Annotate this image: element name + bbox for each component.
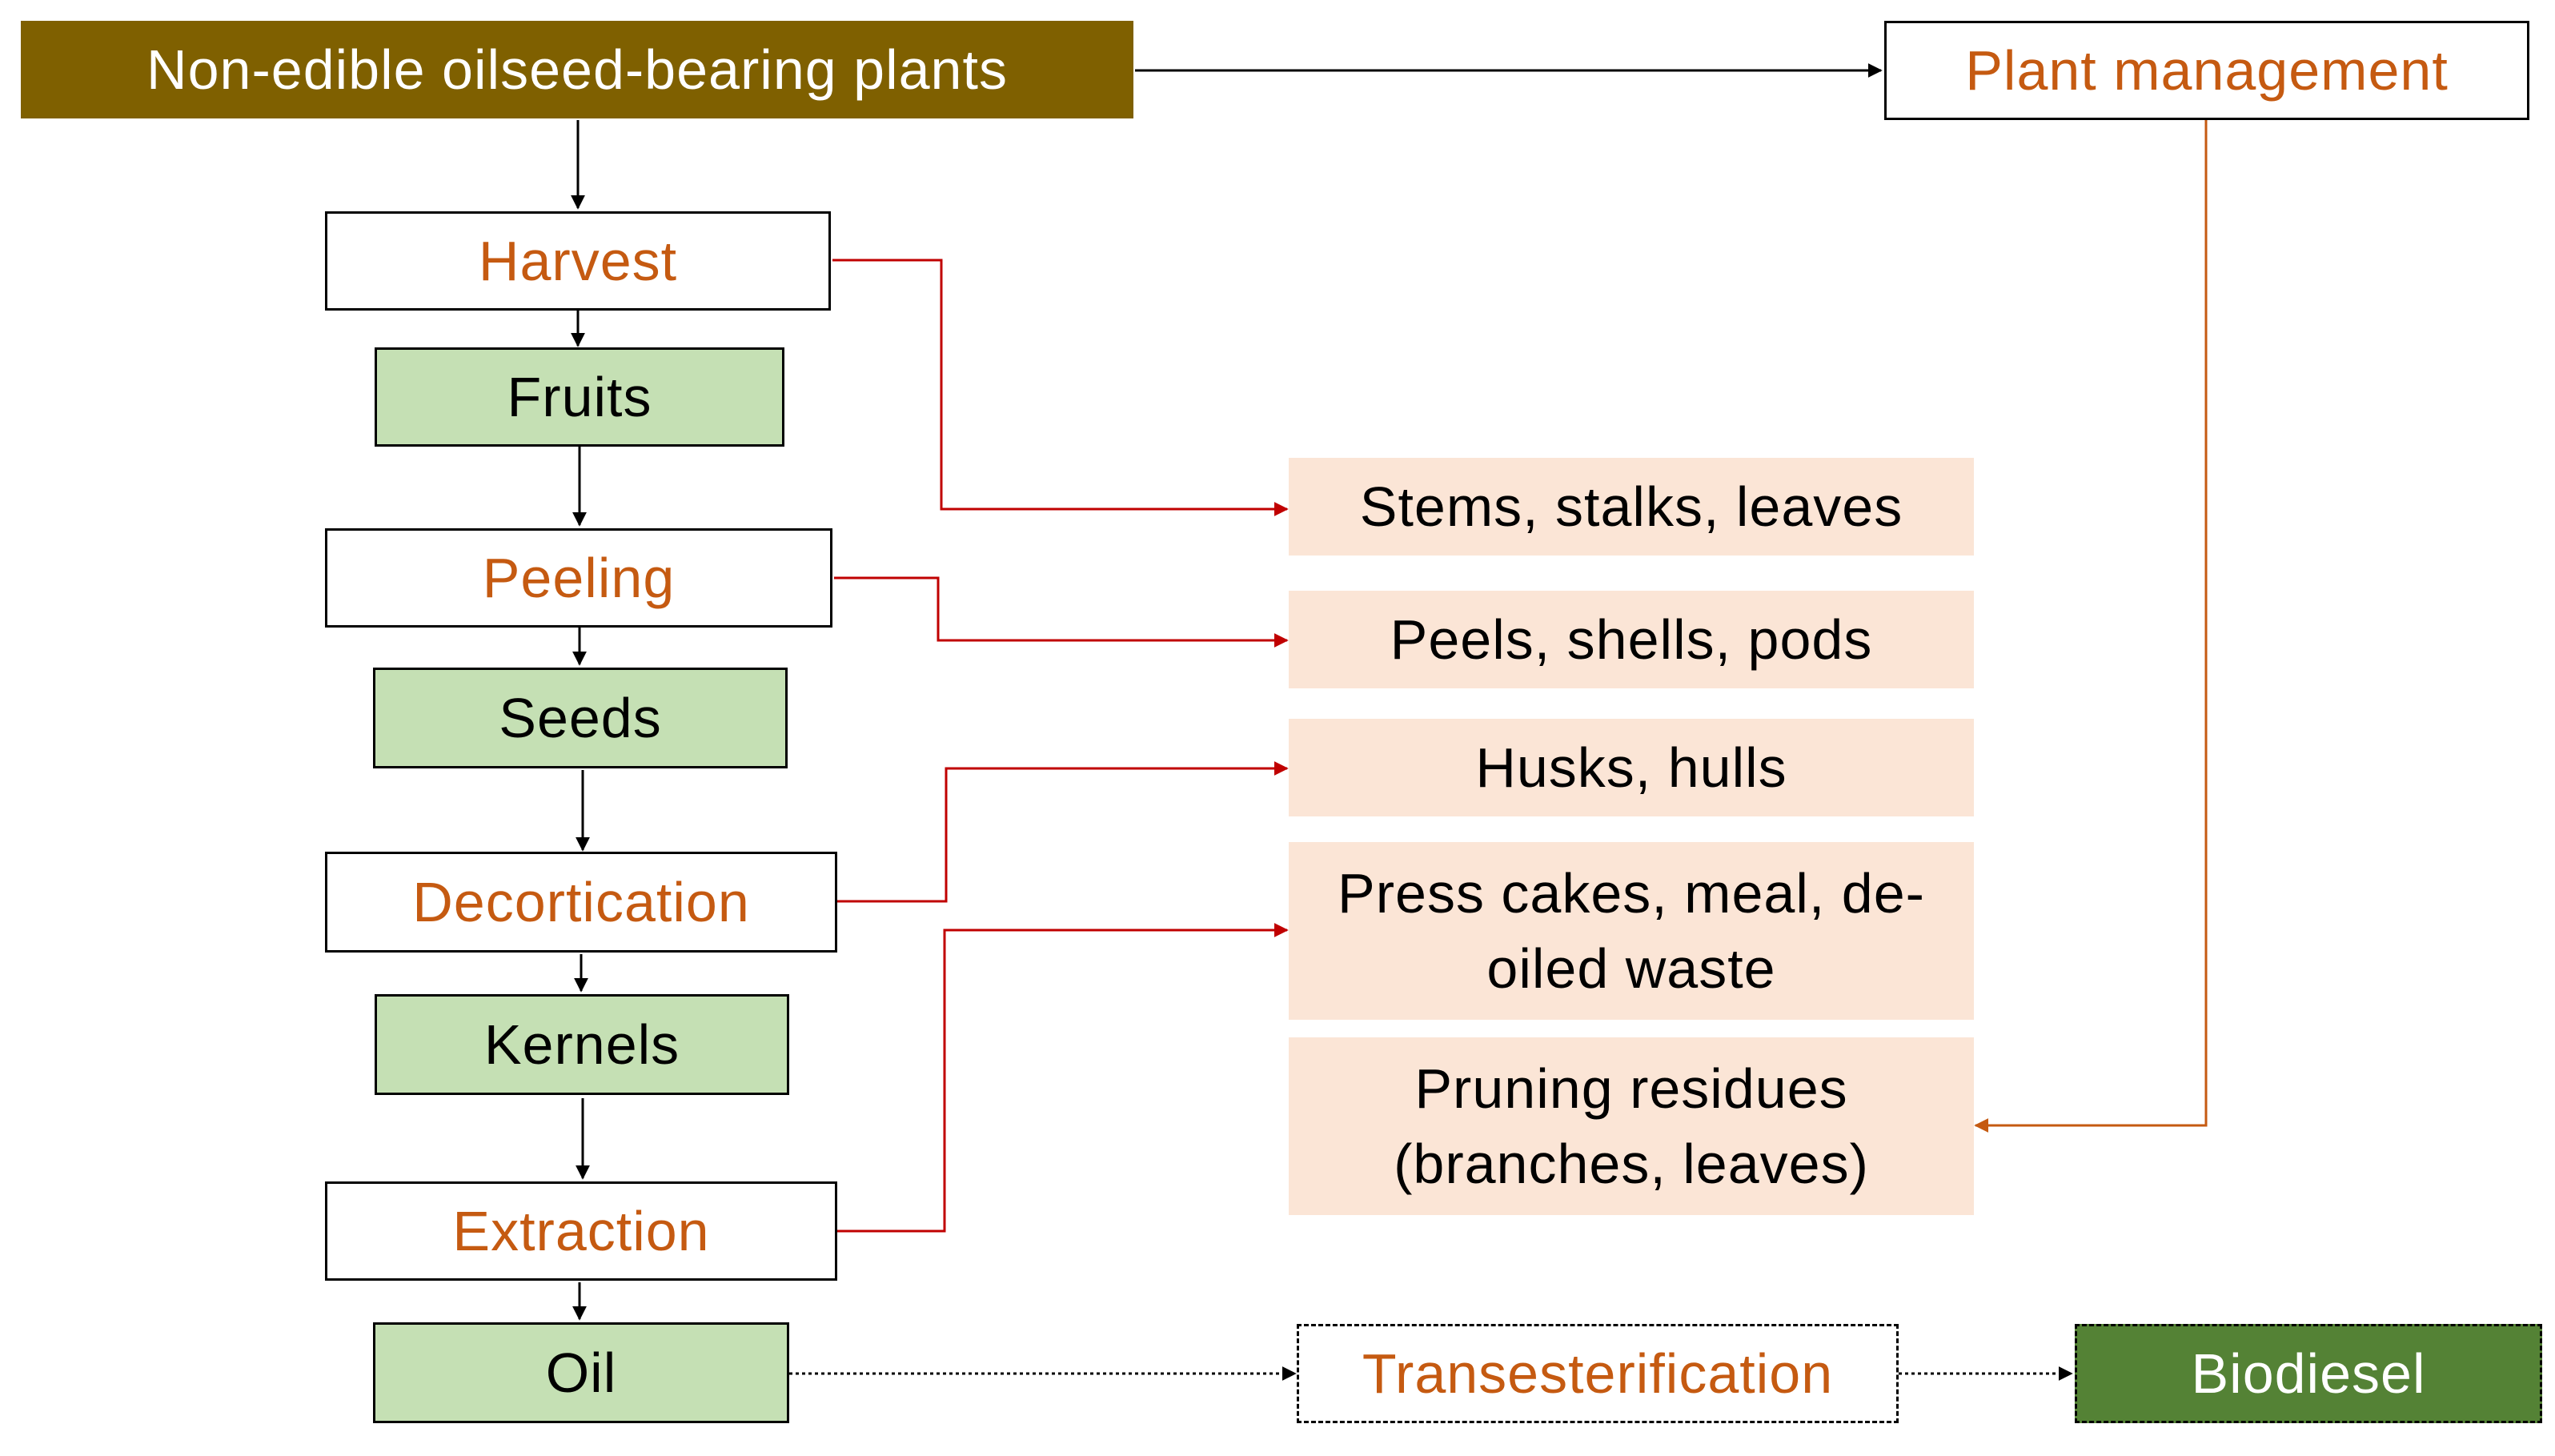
peeling-label: Peeling <box>482 546 676 609</box>
biodiesel-label: Biodiesel <box>2191 1342 2426 1405</box>
extraction-node: Extraction <box>325 1181 837 1281</box>
peels-residue-node: Peels, shells, pods <box>1289 591 1974 688</box>
husks-residue-label: Husks, hulls <box>1475 736 1787 799</box>
pruning-label-line2: (branches, leaves) <box>1394 1133 1869 1195</box>
presscakes-residue-node: Press cakes, meal, de- oiled waste <box>1289 842 1974 1020</box>
seeds-node: Seeds <box>373 668 788 768</box>
fruits-node: Fruits <box>375 347 784 447</box>
fruits-label: Fruits <box>507 365 652 428</box>
arrow-extraction-to-presscakes <box>837 923 1289 1233</box>
seeds-label: Seeds <box>499 686 662 749</box>
decortication-label: Decortication <box>412 870 750 933</box>
presscakes-label-line2: oiled waste <box>1486 937 1776 1000</box>
stems-residue-node: Stems, stalks, leaves <box>1289 458 1974 556</box>
biodiesel-node: Biodiesel <box>2075 1324 2542 1423</box>
transesterification-label: Transesterification <box>1362 1342 1834 1405</box>
kernels-label: Kernels <box>483 1013 680 1076</box>
oil-label: Oil <box>545 1341 617 1404</box>
harvest-label: Harvest <box>478 229 678 292</box>
decortication-node: Decortication <box>325 852 837 953</box>
arrow-peeling-to-peels <box>834 576 1289 648</box>
pruning-label-line1: Pruning residues <box>1414 1057 1848 1120</box>
plant-management-label: Plant management <box>1965 38 2449 102</box>
arrow-harvest-to-stems <box>832 259 1289 516</box>
peels-residue-label: Peels, shells, pods <box>1390 608 1873 671</box>
peeling-node: Peeling <box>325 528 832 628</box>
husks-residue-node: Husks, hulls <box>1289 719 1974 816</box>
transesterification-node: Transesterification <box>1297 1324 1899 1423</box>
oil-node: Oil <box>373 1322 789 1423</box>
kernels-node: Kernels <box>375 994 789 1095</box>
stems-residue-label: Stems, stalks, leaves <box>1359 475 1903 538</box>
oilseed-plants-node: Non-edible oilseed-bearing plants <box>21 21 1133 118</box>
harvest-node: Harvest <box>325 211 831 311</box>
pruning-residue-node: Pruning residues (branches, leaves) <box>1289 1037 1974 1215</box>
arrow-management-to-pruning <box>1974 120 2208 1133</box>
presscakes-label-line1: Press cakes, meal, de- <box>1338 861 1925 925</box>
arrow-decortication-to-husks <box>837 761 1289 903</box>
extraction-label: Extraction <box>452 1199 710 1262</box>
plant-management-node: Plant management <box>1884 21 2529 120</box>
oilseed-plants-label: Non-edible oilseed-bearing plants <box>146 38 1008 101</box>
